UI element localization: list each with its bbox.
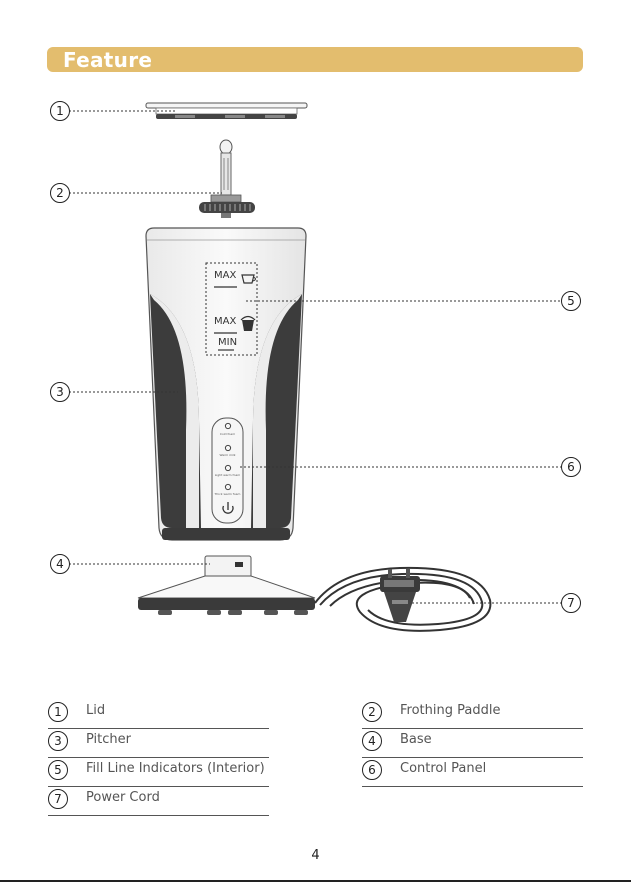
legend-number: 6 — [362, 760, 382, 780]
legend-item-lid: 1 Lid — [48, 700, 269, 729]
panel-button-cold-foam: Cold foam — [212, 432, 243, 436]
leader-lines — [69, 111, 561, 603]
legend-item-fill-line-indicators: 5 Fill Line Indicators (Interior) — [48, 758, 269, 787]
legend-number: 4 — [362, 731, 382, 751]
frothing-paddle-part — [199, 140, 255, 218]
panel-button-warm-milk: Warm milk — [212, 453, 243, 457]
callout-4: 4 — [50, 554, 70, 574]
product-diagram — [0, 0, 631, 683]
callout-5: 5 — [561, 291, 581, 311]
legend-number: 5 — [48, 760, 68, 780]
fill-label-min: MIN — [218, 337, 237, 348]
legend-item-power-cord: 7 Power Cord — [48, 787, 269, 816]
callout-7: 7 — [561, 593, 581, 613]
callout-6: 6 — [561, 457, 581, 477]
panel-button-light-warm-foam: Light warm foam — [212, 473, 243, 477]
callout-3: 3 — [50, 382, 70, 402]
legend-label: Base — [400, 732, 432, 747]
fill-label-max-mug: MAX — [214, 316, 236, 327]
legend-label: Pitcher — [86, 732, 131, 747]
legend-label: Frothing Paddle — [400, 703, 500, 718]
legend-number: 7 — [48, 789, 68, 809]
legend-item-control-panel: 6 Control Panel — [362, 758, 583, 787]
base-part — [138, 556, 315, 615]
legend-number: 2 — [362, 702, 382, 722]
bottom-rule — [0, 880, 631, 882]
legend-label: Lid — [86, 703, 105, 718]
legend-number: 1 — [48, 702, 68, 722]
legend-label: Power Cord — [86, 790, 160, 805]
legend-item-frothing-paddle: 2 Frothing Paddle — [362, 700, 583, 729]
callout-1: 1 — [50, 101, 70, 121]
power-cord-part — [315, 568, 490, 631]
legend-item-pitcher: 3 Pitcher — [48, 729, 269, 758]
page-number: 4 — [0, 848, 631, 863]
legend-label: Control Panel — [400, 761, 486, 776]
legend-label: Fill Line Indicators (Interior) — [86, 761, 265, 776]
panel-button-thick-warm-foam: Thick warm foam — [212, 492, 243, 496]
legend-item-base: 4 Base — [362, 729, 583, 758]
callout-2: 2 — [50, 183, 70, 203]
legend-number: 3 — [48, 731, 68, 751]
fill-label-max-cup: MAX — [214, 270, 236, 281]
